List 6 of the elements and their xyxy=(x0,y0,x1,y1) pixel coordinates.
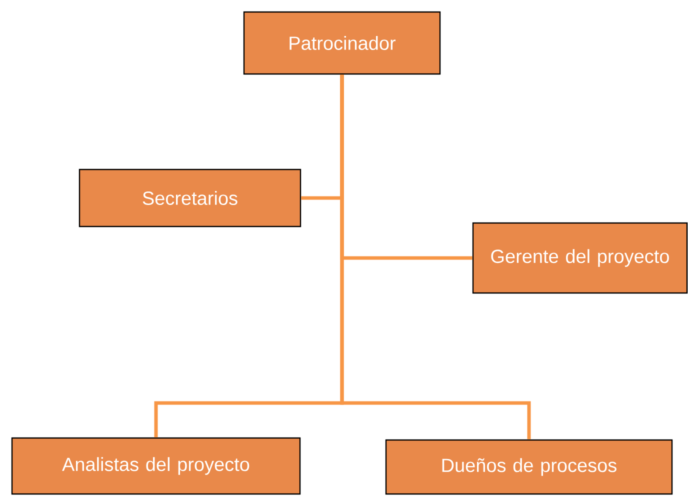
connector-line xyxy=(340,74,531,440)
org-box: Dueños de procesos xyxy=(385,439,673,495)
org-box: Gerente del proyecto xyxy=(472,222,688,294)
org-box: Analistas del proyecto xyxy=(11,437,301,495)
org-box: Secretarios xyxy=(78,168,302,228)
org-box: Patrocinador xyxy=(243,11,441,75)
